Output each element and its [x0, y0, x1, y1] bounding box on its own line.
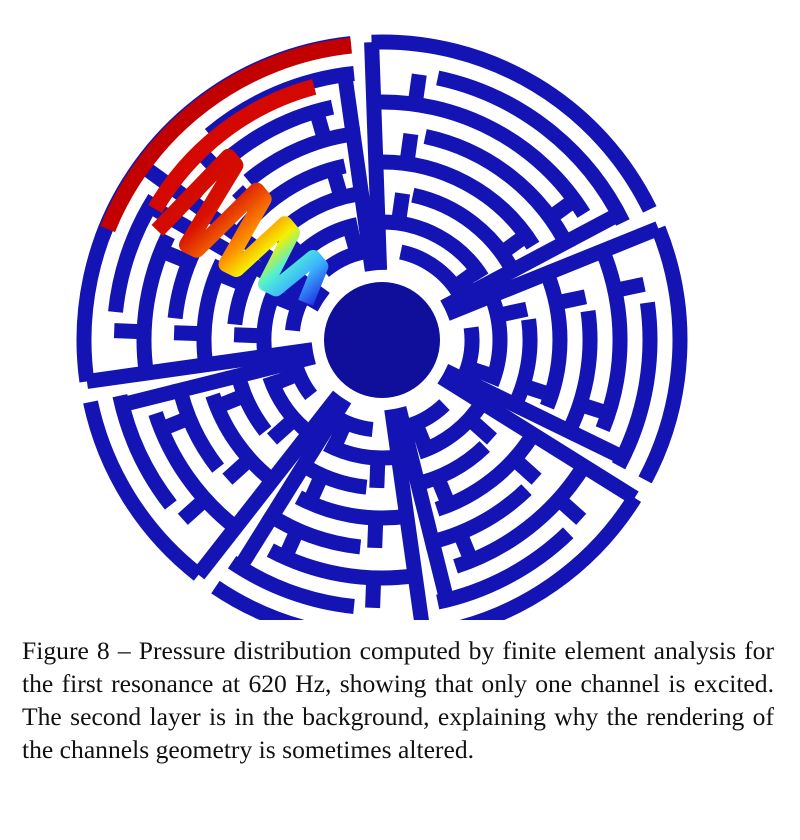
channel-connector [497, 229, 531, 260]
channel-connector [222, 453, 255, 485]
channel-connector [577, 397, 611, 421]
channel-connector [158, 410, 192, 437]
channel-connector [177, 493, 211, 525]
channel-connector [520, 378, 554, 403]
channel-connector [365, 577, 382, 609]
channel-spoke [384, 408, 429, 620]
channel-connector [367, 517, 384, 549]
channel-wall [423, 129, 576, 253]
channel-connector [113, 323, 145, 340]
channel-spoke [364, 41, 388, 271]
channel-wall [375, 154, 540, 250]
channel-connector [214, 266, 248, 292]
channel-spoke [437, 370, 639, 505]
channel-connector [327, 419, 353, 451]
channel-wall [373, 94, 591, 218]
channel-connector [399, 132, 419, 165]
channel-spoke [444, 221, 662, 321]
channel-wall [436, 70, 630, 226]
channel-connector [450, 264, 482, 294]
channel-wall [638, 225, 688, 484]
channel-spoke [440, 207, 623, 314]
channel-connector [269, 366, 302, 392]
channel-wall [211, 580, 305, 620]
channel-connector [430, 474, 456, 508]
channel-connector [266, 413, 300, 445]
channel-spoke [120, 349, 316, 413]
channel-connector [309, 109, 332, 143]
excited-outer-arc [100, 37, 352, 233]
channel-wall [196, 258, 229, 366]
channel-connector [173, 325, 205, 342]
channel-spoke [233, 395, 352, 572]
resonator-pressure-plot [76, 34, 688, 620]
channel-connector [613, 276, 646, 298]
channel-connector [302, 472, 329, 506]
channel-wall [371, 34, 657, 213]
channel-wall [611, 301, 658, 470]
channel-spoke [192, 390, 345, 580]
channel-wall [205, 392, 278, 487]
channel-wall [280, 217, 360, 276]
channel-connector [495, 301, 529, 323]
excited-meander [151, 148, 329, 306]
channel-connector [407, 73, 427, 106]
channel-connector [509, 453, 542, 485]
channel-spoke [85, 342, 314, 389]
channel-wall [294, 490, 408, 526]
channel-connector [214, 388, 248, 414]
channel-wall [459, 493, 642, 620]
channel-connector [452, 530, 479, 564]
channel-connector [233, 327, 265, 344]
channel-spoke [441, 363, 627, 465]
excited-channel [100, 37, 352, 306]
channel-connector [278, 526, 305, 561]
figure [76, 34, 688, 620]
channel-connector [465, 360, 497, 384]
channel-wall [595, 247, 628, 433]
channel-wall [506, 318, 538, 414]
channel-connector [553, 493, 587, 525]
channel-connector [158, 243, 192, 270]
channel-connector [545, 194, 579, 224]
channel-connector [464, 413, 498, 445]
channel-connector [369, 457, 386, 489]
channel-spoke [337, 73, 380, 272]
channel-connector [342, 224, 365, 256]
channel-wall [411, 187, 522, 279]
channel-connector [554, 289, 588, 311]
channel-connector [269, 288, 302, 314]
central-hub [324, 282, 440, 398]
channel-wall [559, 310, 598, 442]
figure-caption: Figure 8 – Pressure distribution compute… [22, 636, 774, 764]
excited-arc-2 [148, 79, 317, 214]
channel-connector [325, 166, 349, 200]
channel-connector [390, 192, 411, 225]
channel-wall [83, 400, 204, 581]
channel-connector [408, 420, 434, 453]
channel-spoke [391, 406, 455, 602]
